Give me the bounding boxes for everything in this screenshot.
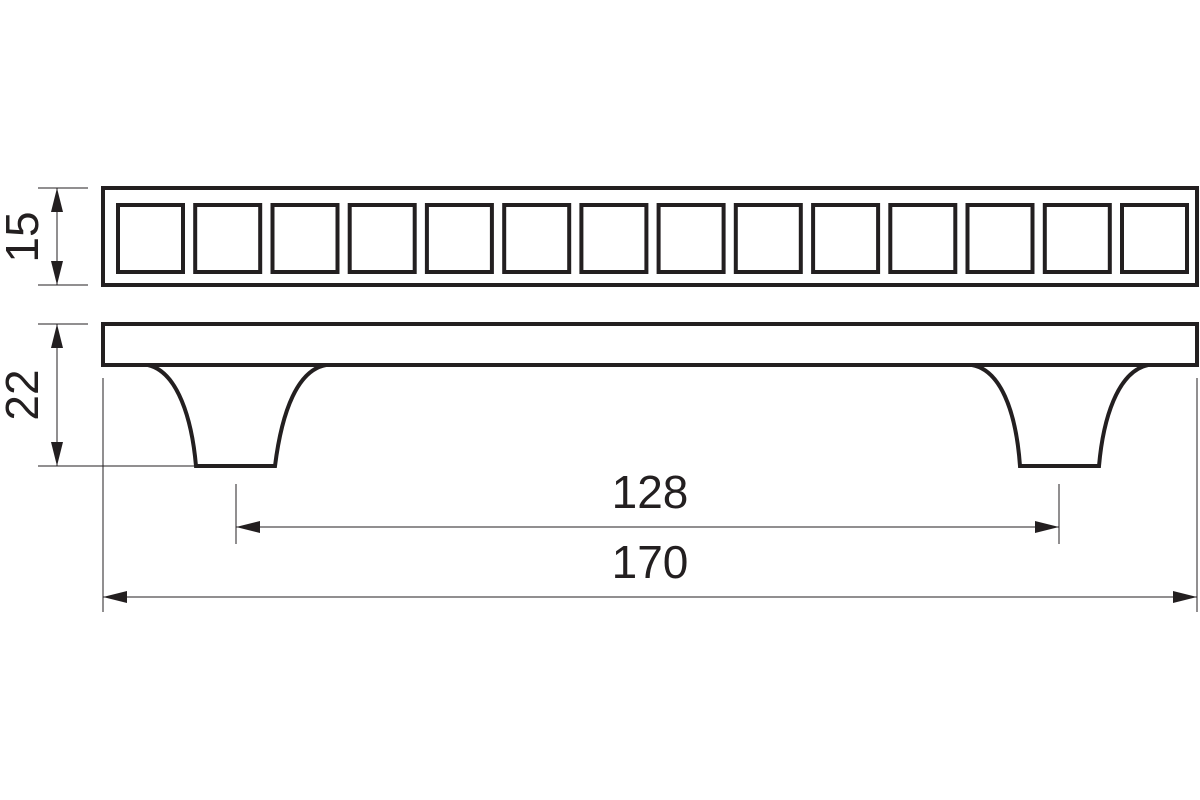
pattern-square <box>1042 203 1112 274</box>
arrowhead <box>51 188 63 212</box>
dimension-label-height: 15 <box>0 211 48 262</box>
left-leg <box>147 363 327 468</box>
dimension-label-depth: 22 <box>0 369 48 420</box>
top-view-outline <box>101 186 1199 287</box>
side-view-bar <box>101 322 1199 367</box>
pattern-square <box>733 203 803 274</box>
arrowhead <box>51 442 63 466</box>
pattern-square <box>656 203 726 274</box>
pattern-square <box>270 203 340 274</box>
side-view <box>101 322 1199 468</box>
pattern-square <box>579 203 649 274</box>
square-pattern <box>116 203 1189 274</box>
pattern-square <box>502 203 572 274</box>
dimension-height: 15 <box>0 187 88 286</box>
arrowhead <box>1173 591 1197 603</box>
dimension-hole-spacing: 128 <box>235 466 1060 544</box>
dimension-depth: 22 <box>0 323 194 467</box>
top-view <box>101 186 1199 287</box>
dimension-overall-length: 170 <box>102 378 1198 612</box>
arrowhead <box>103 591 127 603</box>
arrowhead <box>51 261 63 285</box>
arrowhead <box>236 521 260 533</box>
arrowhead <box>1035 521 1059 533</box>
pattern-square <box>965 203 1035 274</box>
pattern-square <box>888 203 958 274</box>
dimension-label-hole-spacing: 128 <box>612 466 689 518</box>
arrowhead <box>51 324 63 348</box>
pattern-square <box>193 203 263 274</box>
pattern-square <box>424 203 494 274</box>
right-leg <box>971 363 1149 468</box>
dimension-label-overall-length: 170 <box>612 536 689 588</box>
pattern-square <box>811 203 881 274</box>
pattern-square <box>347 203 417 274</box>
pattern-square <box>116 203 185 274</box>
pattern-square <box>1120 203 1189 274</box>
